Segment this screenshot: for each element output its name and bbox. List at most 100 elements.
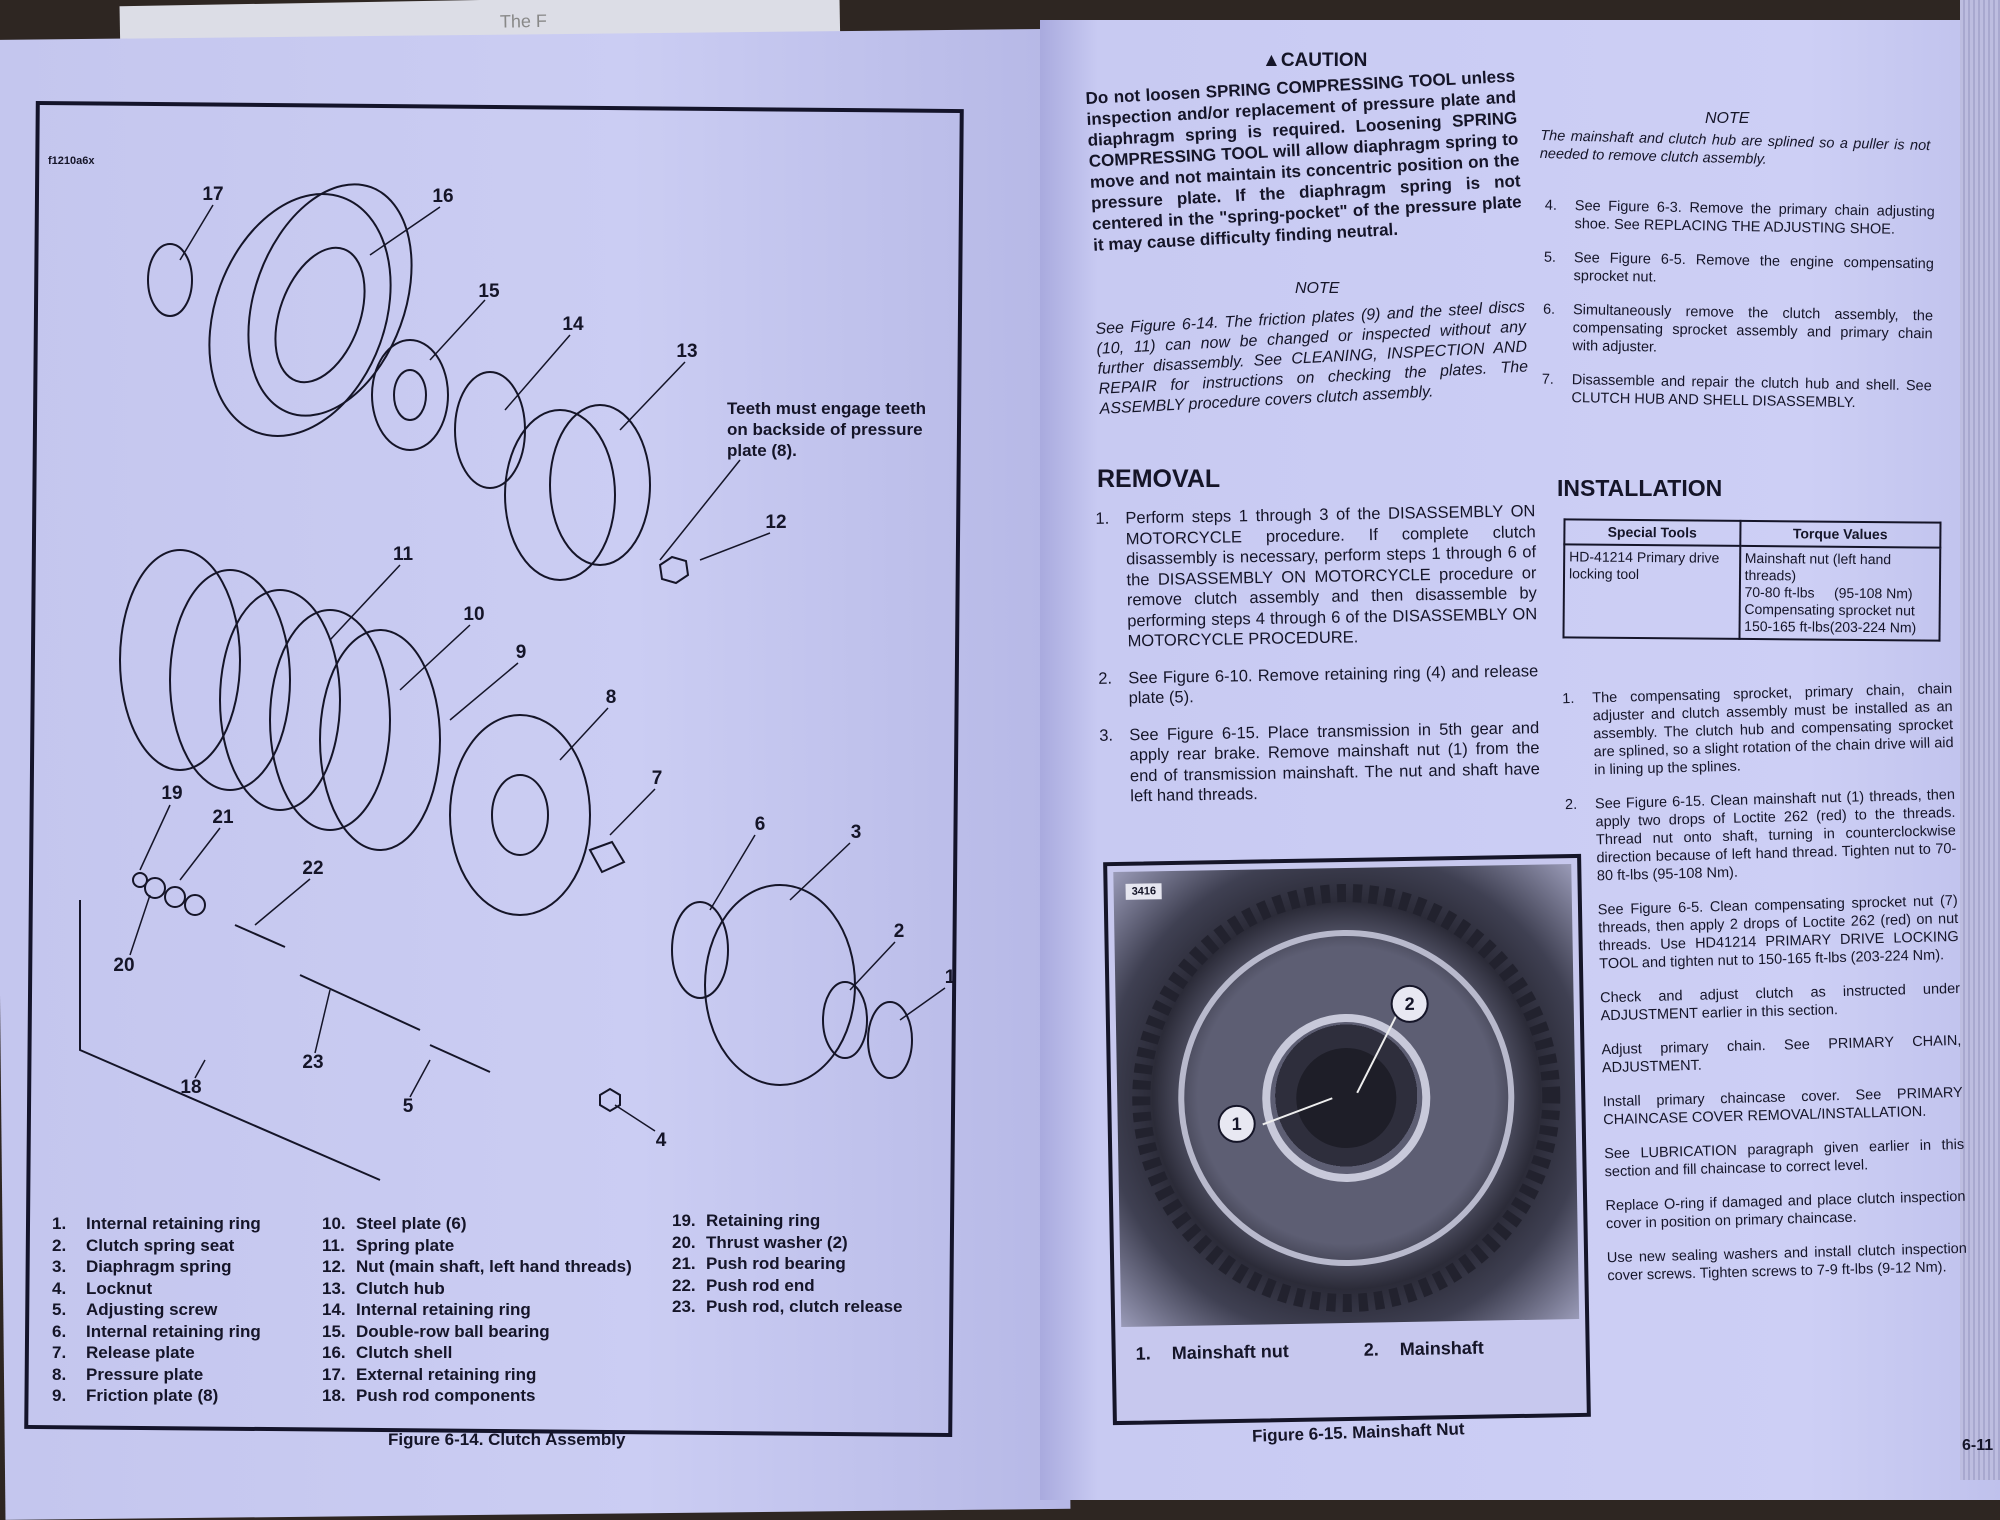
removal-heading: REMOVAL <box>1097 465 1221 493</box>
legend-number: 16. <box>322 1343 346 1362</box>
spring-seat-2-drawing <box>822 981 868 1059</box>
step-number: 5. <box>1543 249 1557 266</box>
callout-14: 14 <box>562 314 584 335</box>
legend-label: Double-row ball bearing <box>356 1321 550 1341</box>
torque-line: Mainshaft nut (left hand threads) <box>1744 549 1892 584</box>
legend-label: Nut (main shaft, left hand threads) <box>356 1257 632 1276</box>
step-text: Simultaneously remove the clutch assembl… <box>1572 302 1934 356</box>
step-text: Disassemble and repair the clutch hub an… <box>1571 372 1932 412</box>
legend-item: 9.Friction plate (8) <box>52 1385 261 1407</box>
callout-3: 3 <box>850 822 862 843</box>
legend-label: Spring plate <box>356 1235 455 1255</box>
legend-number: 13. <box>322 1278 346 1298</box>
step-item: 4.See Figure 6-3. Remove the primary cha… <box>1544 197 1935 240</box>
legend-item: 11. Spring plate <box>322 1235 632 1257</box>
step-item: 2.See Figure 6-10. Remove retaining ring… <box>1098 661 1539 710</box>
step-text: Use new sealing washers and install clut… <box>1606 1240 1968 1285</box>
legend-number: 11. <box>322 1235 345 1255</box>
legend-item: 10.Steel plate (6) <box>322 1213 632 1235</box>
installation-steps: 1. The compensating sprocket, primary cha… <box>1562 680 1968 1302</box>
callout-2: 2 <box>893 921 905 942</box>
leader-lines <box>129 204 946 1132</box>
legend-item: 8.Pressure plate <box>52 1364 261 1386</box>
step-text: See Figure 6-3. Remove the primary chain… <box>1574 198 1935 238</box>
callout-22: 22 <box>302 858 324 879</box>
step-text: See Figure 6-5. Clean compensating sproc… <box>1597 892 1959 973</box>
legend-label: Clutch shell <box>356 1343 453 1362</box>
step-text: See Figure 6-15. Clean mainshaft nut (1)… <box>1594 786 1957 885</box>
step-item: 2.See Figure 6-15. Clean mainshaft nut (… <box>1565 786 1957 886</box>
photo-legend-label: Mainshaft nut <box>1171 1341 1289 1364</box>
step-item: 8.Replace O-ring if damaged and place cl… <box>1575 1188 1966 1234</box>
step-text: Install primary chaincase cover. See PRI… <box>1602 1084 1963 1129</box>
legend-label: Adjusting screw <box>86 1300 218 1319</box>
retaining-ring-14-drawing <box>454 371 526 489</box>
figure-6-14-caption: Figure 6-14. Clutch Assembly <box>388 1430 626 1449</box>
step-text: See LUBRICATION paragraph given earlier … <box>1604 1136 1965 1181</box>
legend-number: 8. <box>52 1364 67 1384</box>
callout-15: 15 <box>478 281 500 302</box>
legend-number: 15. <box>322 1321 346 1341</box>
legend-label: Push rod bearing <box>706 1254 846 1273</box>
legend-label: Thrust washer (2) <box>706 1232 848 1252</box>
torque-line: Compensating sprocket nut <box>1744 600 1915 619</box>
callout-19: 19 <box>161 783 183 804</box>
step-text: Replace O-ring if damaged and place clut… <box>1605 1188 1966 1233</box>
plate-stack-drawing <box>119 549 441 851</box>
legend-number: 9. <box>52 1386 67 1405</box>
retaining-ring-1-drawing <box>867 1001 913 1079</box>
callout-13: 13 <box>676 341 698 362</box>
step-item: 5.Adjust primary chain. See PRIMARY CHAI… <box>1571 1032 1962 1078</box>
legend-item: 17.External retaining ring <box>322 1364 632 1386</box>
legend-item: 6. Internal retaining ring <box>52 1321 261 1343</box>
photo-legend: 1. Mainshaft nut 2. Mainshaft <box>1136 1336 1566 1365</box>
legend-item: 13. Clutch hub <box>322 1278 632 1300</box>
photo-legend-num: 1. <box>1135 1343 1151 1364</box>
legend-item: 22.Push rod end <box>672 1275 903 1297</box>
legend-number: 20. <box>672 1232 696 1252</box>
legend-label: Push rod, clutch release <box>706 1297 903 1316</box>
nut-12-drawing <box>658 555 690 585</box>
legend-label: Clutch hub <box>356 1278 445 1298</box>
removal-steps-continued: 4.See Figure 6-3. Remove the primary cha… <box>1541 197 1935 430</box>
step-number: 1. <box>1095 509 1110 528</box>
step-text: Adjust primary chain. See PRIMARY CHAIN,… <box>1601 1032 1962 1077</box>
warning-triangle-icon: ▲ <box>1262 50 1281 71</box>
callout-12: 12 <box>765 512 787 533</box>
step-item: 3.See Figure 6-15. Place transmission in… <box>1099 718 1540 808</box>
legend-item: 12.Nut (main shaft, left hand threads) <box>322 1256 632 1278</box>
note-title: NOTE <box>1295 280 1340 297</box>
legend-number: 3. <box>52 1257 67 1276</box>
figure-6-15-frame: 3416 1 2 1. Mainshaft nut 2. Mainshaft <box>1103 853 1591 1426</box>
step-item: 6.Install primary chaincase cover. See P… <box>1573 1084 1964 1130</box>
release-plate-7-drawing <box>588 840 626 874</box>
table-header: Special Tools <box>1564 519 1741 546</box>
legend-item: 21.Push rod bearing <box>672 1253 903 1275</box>
step-number: 2. <box>1098 669 1113 688</box>
step-item: 6.Simultaneously remove the clutch assem… <box>1542 301 1933 362</box>
legend-item: 15. Double-row ball bearing <box>322 1321 632 1343</box>
clutch-exploded-diagram <box>79 183 946 1181</box>
page-number: 6-11 <box>1962 1437 1994 1454</box>
callout-20: 20 <box>113 955 135 976</box>
locknut-4-drawing <box>599 1087 621 1113</box>
step-text: The compensating sprocket, primary chain… <box>1592 681 1954 779</box>
legend-item: 1.Internal retaining ring <box>52 1213 261 1235</box>
legend-number: 14. <box>322 1300 346 1319</box>
sprocket-drawing <box>1132 884 1561 1313</box>
legend-label: Internal retaining ring <box>86 1321 261 1341</box>
clutch-hub-13-drawing <box>504 404 651 581</box>
callout-7: 7 <box>651 768 663 789</box>
step-number: 7. <box>1541 371 1555 388</box>
legend-item: 14.Internal retaining ring <box>322 1299 632 1321</box>
callout-4: 4 <box>655 1130 667 1151</box>
step-number: 1. <box>1562 690 1575 708</box>
callout-18: 18 <box>180 1077 202 1098</box>
legend-number: 5. <box>52 1300 67 1319</box>
legend-number: 6. <box>52 1321 67 1341</box>
legend-item: 16. Clutch shell <box>322 1342 632 1364</box>
step-text: See Figure 6-15. Place transmission in 5… <box>1129 718 1541 806</box>
